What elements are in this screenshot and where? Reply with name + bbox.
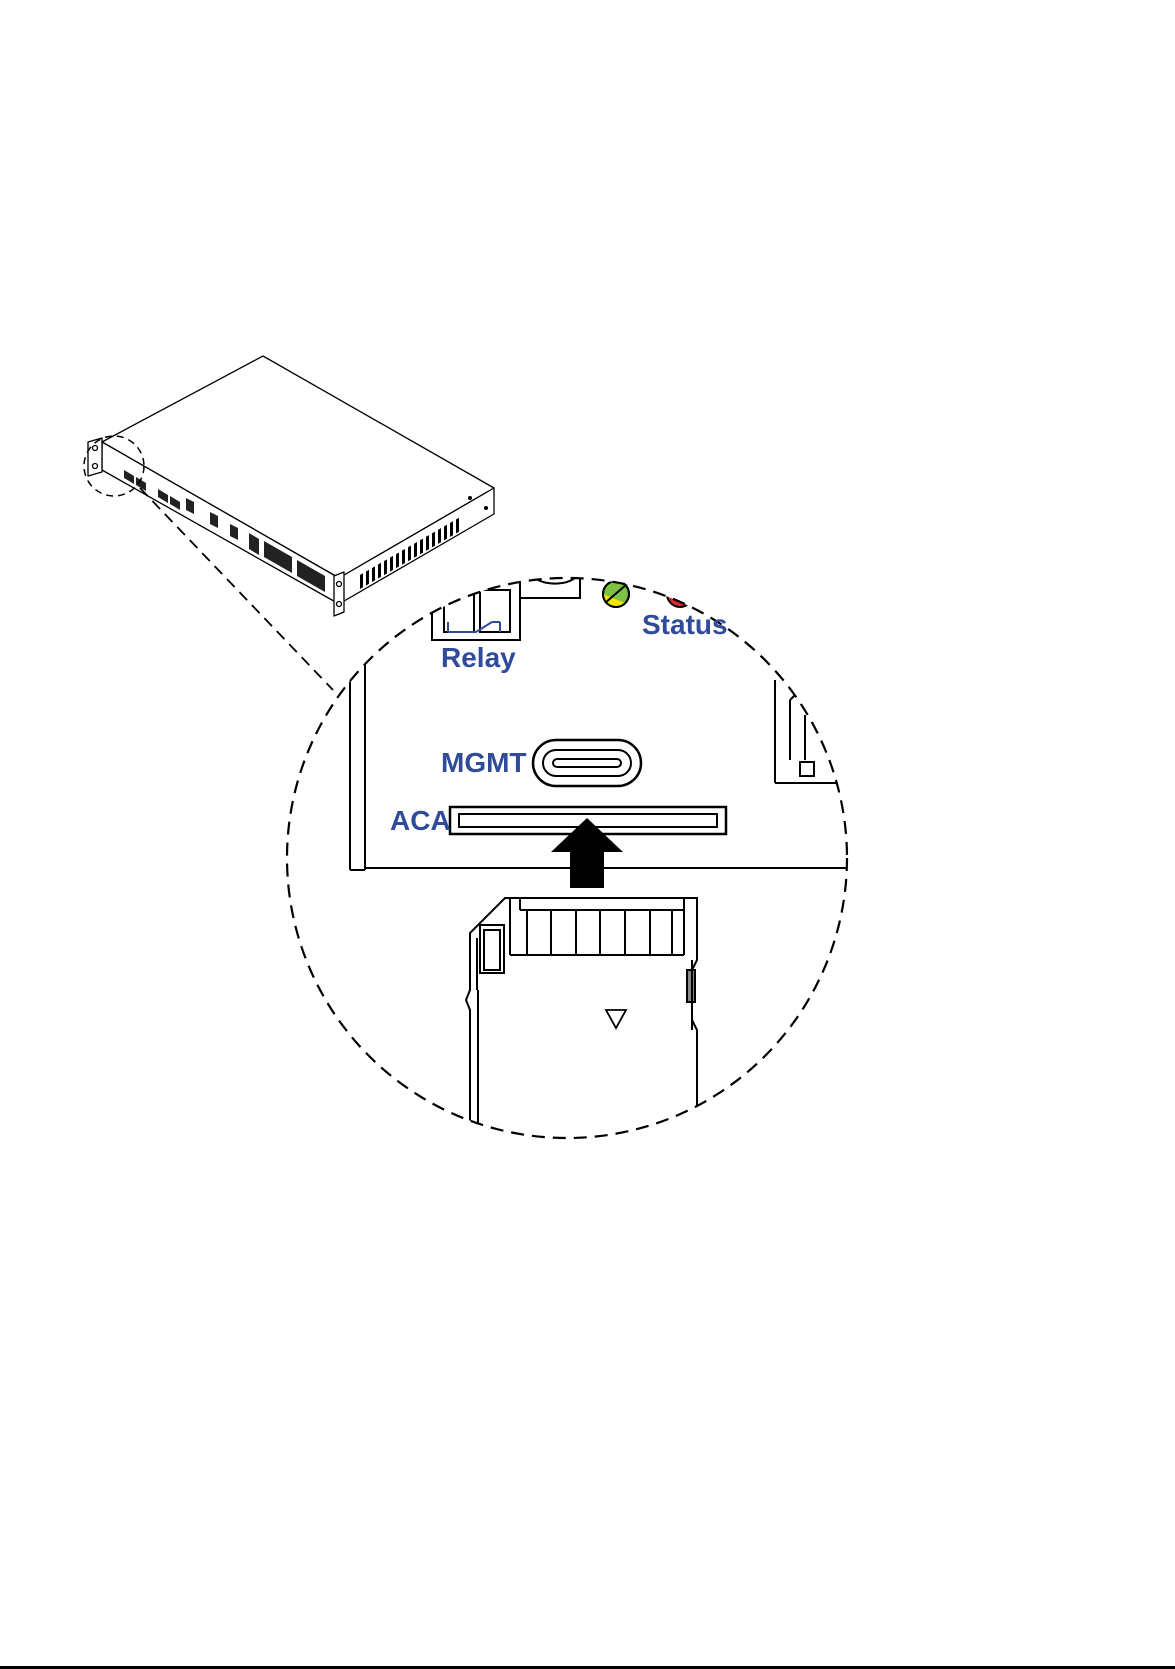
led-red bbox=[667, 581, 693, 607]
label-aca: ACA bbox=[390, 805, 451, 836]
zoom-circle bbox=[287, 578, 847, 1138]
mounting-ear-right bbox=[334, 572, 344, 616]
zoom-detail bbox=[350, 578, 860, 1150]
round-connector bbox=[520, 578, 580, 598]
triangle-down-icon bbox=[606, 1010, 626, 1028]
mgmt-port-inner bbox=[543, 750, 631, 776]
label-mgmt: MGMT bbox=[441, 747, 527, 778]
sd-card bbox=[466, 898, 697, 1150]
label-relay: Relay bbox=[441, 642, 516, 673]
status-leds bbox=[603, 581, 693, 607]
mgmt-port bbox=[533, 740, 641, 786]
switch-device bbox=[88, 356, 494, 616]
label-status: Status bbox=[642, 609, 728, 640]
mounting-ear-left bbox=[88, 438, 102, 476]
arrow-up-icon bbox=[551, 818, 623, 888]
relay-connector bbox=[432, 578, 520, 640]
